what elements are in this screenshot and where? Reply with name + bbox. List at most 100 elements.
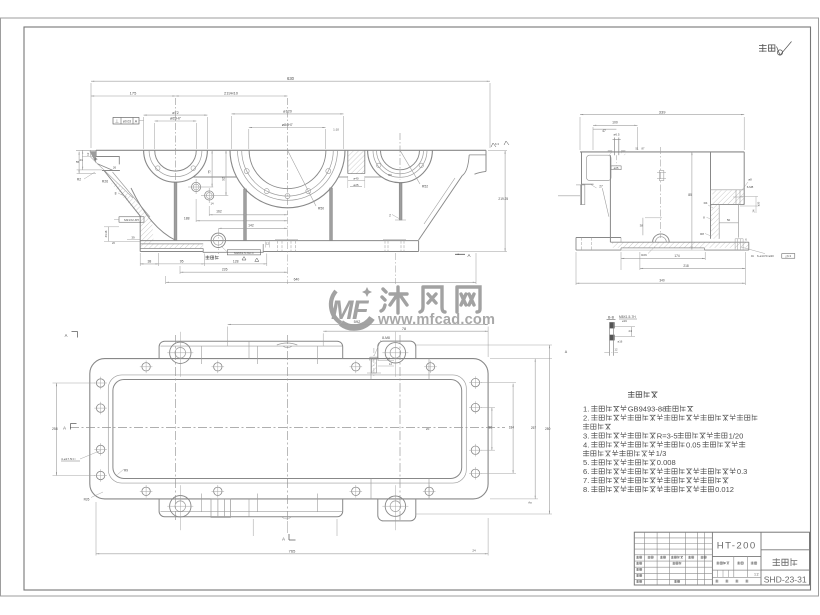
svg-text:27: 27: [599, 184, 603, 188]
svg-text:257: 257: [531, 426, 537, 430]
svg-text:219.25: 219.25: [498, 197, 508, 201]
svg-text:R26: R26: [102, 180, 108, 184]
svg-text:A: A: [282, 537, 285, 542]
svg-text:ø25: ø25: [353, 183, 359, 187]
svg-text:6: 6: [745, 238, 747, 242]
svg-text:A: A: [135, 120, 138, 124]
svg-text:87: 87: [642, 147, 645, 151]
svg-text:△6.3: △6.3: [785, 254, 791, 258]
svg-text:1/3: 1/3: [656, 449, 667, 458]
svg-text:R6: R6: [388, 173, 392, 177]
svg-text:1:10: 1:10: [333, 128, 339, 132]
svg-text:ø8: ø8: [748, 178, 752, 182]
svg-text:ø6.5: ø6.5: [613, 133, 619, 137]
svg-text:44.36: 44.36: [104, 230, 108, 237]
svg-text:592: 592: [354, 319, 361, 324]
svg-text:A: A: [467, 253, 470, 258]
svg-text:12: 12: [615, 348, 618, 352]
svg-text:M: M: [331, 295, 354, 325]
svg-text:24: 24: [472, 549, 476, 553]
svg-text:4-ø17.5□□: 4-ø17.5□□: [61, 457, 76, 461]
svg-text:M8X1.5-7H: M8X1.5-7H: [619, 315, 636, 319]
svg-text:128: 128: [233, 259, 239, 263]
svg-text:3.: 3.: [583, 431, 589, 440]
svg-text:ø0.03: ø0.03: [123, 120, 131, 124]
svg-text:24: 24: [629, 329, 633, 333]
svg-text:ø19: ø19: [622, 319, 627, 323]
svg-text:0.05: 0.05: [686, 440, 701, 449]
svg-text:A: A: [565, 350, 568, 354]
svg-text:175: 175: [130, 91, 137, 96]
svg-text:95: 95: [180, 259, 184, 263]
svg-text:75: 75: [208, 170, 212, 174]
svg-text:765: 765: [289, 549, 296, 554]
svg-text:5.: 5.: [583, 458, 589, 467]
svg-text:20: 20: [112, 241, 115, 245]
svg-text:142: 142: [248, 224, 254, 228]
svg-text:219H10: 219H10: [224, 91, 239, 96]
svg-text:339: 339: [659, 109, 666, 114]
svg-text:8: 8: [703, 216, 705, 220]
svg-text:0.012: 0.012: [715, 485, 734, 494]
svg-text:51: 51: [636, 147, 639, 151]
svg-text:640: 640: [294, 278, 300, 282]
svg-text:8.: 8.: [583, 485, 589, 494]
svg-text:⊥: ⊥: [115, 119, 119, 124]
svg-text:AV: AV: [751, 255, 754, 258]
svg-text:12: 12: [389, 362, 392, 366]
svg-text:4.: 4.: [583, 440, 589, 449]
svg-text:226: 226: [222, 268, 228, 272]
svg-text:M21X2-8H: M21X2-8H: [124, 218, 139, 222]
svg-text:6-M8: 6-M8: [747, 185, 754, 189]
svg-text:2: 2: [389, 214, 391, 218]
svg-text:A: A: [63, 426, 66, 431]
svg-text:6.: 6.: [583, 467, 589, 476]
svg-text:ø16: ø16: [618, 340, 623, 344]
svg-text:0.3: 0.3: [737, 467, 748, 476]
svg-text:ø25: ø25: [614, 166, 619, 170]
svg-text:8: 8: [115, 192, 117, 196]
svg-text:6.3: 6.3: [495, 142, 499, 146]
svg-text:340: 340: [659, 279, 665, 283]
svg-text:184: 184: [509, 426, 515, 430]
svg-text:B-B: B-B: [608, 316, 615, 320]
svg-text:R26: R26: [641, 253, 647, 257]
svg-text:38: 38: [640, 224, 644, 228]
svg-text:39: 39: [131, 236, 135, 240]
svg-text:20: 20: [426, 427, 430, 431]
svg-text:1/20: 1/20: [729, 431, 744, 440]
svg-text:188: 188: [184, 217, 190, 221]
svg-text:50: 50: [727, 218, 731, 222]
svg-text:Aa: Aa: [528, 501, 532, 505]
svg-text:2.: 2.: [583, 413, 589, 422]
svg-text:280: 280: [545, 427, 551, 431]
svg-text:7.: 7.: [583, 476, 589, 485]
svg-text:SHD-23-31: SHD-23-31: [764, 575, 807, 585]
svg-text:21: 21: [94, 157, 98, 161]
svg-text:258: 258: [52, 427, 58, 431]
svg-text:26: 26: [113, 166, 117, 170]
svg-text:12: 12: [86, 152, 90, 156]
svg-text:24: 24: [752, 209, 756, 212]
svg-text:R9: R9: [124, 469, 128, 473]
svg-text:0.008: 0.008: [657, 458, 676, 467]
svg-text:174: 174: [674, 254, 680, 258]
svg-text:92: 92: [221, 177, 225, 181]
svg-text:10: 10: [387, 356, 390, 360]
svg-text:78: 78: [402, 327, 406, 331]
svg-text:38: 38: [148, 259, 152, 263]
svg-text:ø20: ø20: [757, 201, 761, 206]
svg-text:1:2: 1:2: [754, 573, 759, 577]
svg-text:R=3-5: R=3-5: [657, 431, 678, 440]
svg-text:ø65H7: ø65H7: [170, 117, 181, 121]
svg-text:100: 100: [612, 121, 618, 125]
svg-text:M16X1.5-7H□□: M16X1.5-7H□□: [234, 251, 254, 255]
svg-text:GB9493-88: GB9493-88: [628, 405, 667, 414]
svg-text:218: 218: [683, 264, 689, 268]
svg-text:630: 630: [287, 76, 295, 81]
svg-text:14: 14: [210, 202, 214, 206]
svg-text:85: 85: [688, 193, 692, 197]
svg-text:R2: R2: [77, 178, 81, 182]
svg-text:6-ø13.5□ø30: 6-ø13.5□ø30: [757, 254, 774, 258]
svg-text:55: 55: [76, 160, 80, 164]
